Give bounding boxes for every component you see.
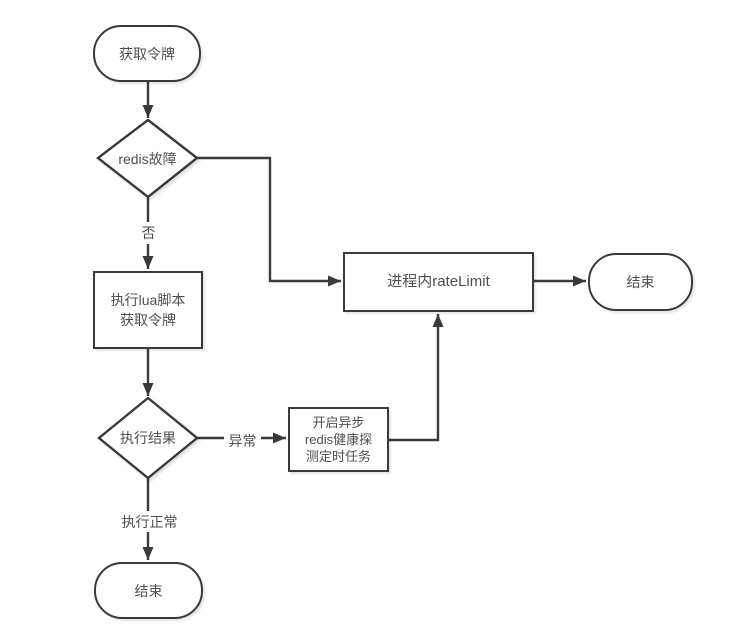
health-check-line3: 测定时任务 <box>305 449 371 464</box>
end-node-bottom: 结束 <box>94 562 203 619</box>
end-node-right-label: 结束 <box>626 274 655 290</box>
health-check-line2: redis健康探 <box>304 432 373 447</box>
health-check-line1: 开启异步 <box>312 415 365 430</box>
run-lua-script-line2: 获取令牌 <box>120 312 176 328</box>
end-node-right: 结束 <box>588 253 693 311</box>
in-process-ratelimit-node: 进程内rateLimit <box>343 252 534 312</box>
exec-result-decision-label: 执行结果 <box>120 430 176 446</box>
in-process-ratelimit-label: 进程内rateLimit <box>387 273 490 290</box>
health-check-task-node: 开启异步 redis健康探 测定时任务 <box>288 407 389 472</box>
edge-label-normal: 执行正常 <box>119 511 180 532</box>
run-lua-script-node: 执行lua脚本 获取令牌 <box>93 271 203 349</box>
redis-fault-decision-shape <box>96 118 199 199</box>
end-node-bottom-label: 结束 <box>134 582 163 599</box>
start-node: 获取令牌 <box>93 25 201 82</box>
start-node-label: 获取令牌 <box>119 45 175 62</box>
edge-label-abnormal: 异常 <box>224 430 261 451</box>
edge-label-no: 否 <box>136 222 161 244</box>
edge-health-to-ratelimit <box>389 314 444 442</box>
edge-redis-fault-yes-to-ratelimit <box>197 156 341 287</box>
exec-result-decision-shape <box>97 396 199 480</box>
redis-fault-decision-label: redis故障 <box>118 150 177 167</box>
run-lua-script-line1: 执行lua脚本 <box>110 292 186 308</box>
